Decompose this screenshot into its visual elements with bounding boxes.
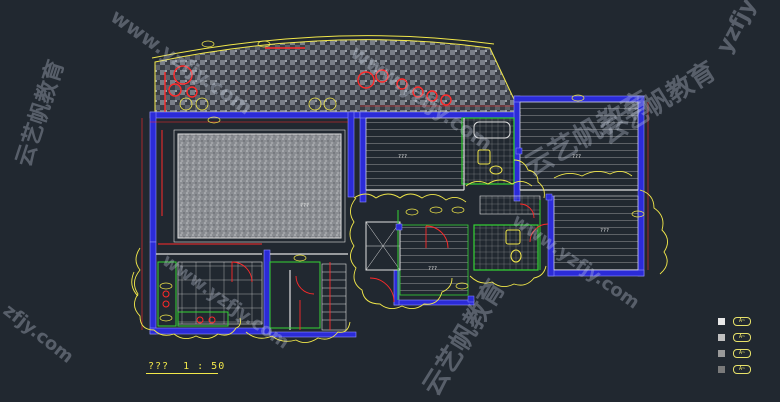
- room-label-study: ???: [428, 266, 437, 272]
- legend-row: A~: [718, 362, 768, 377]
- terrace-mosaic-floor: [154, 39, 521, 113]
- living-room-windows: [158, 130, 262, 245]
- legend-tag: A~: [733, 333, 751, 342]
- room-labels: ??? ??? ??? ??? ???: [300, 154, 609, 272]
- kitchen-floor: [177, 261, 263, 325]
- study-floor: [399, 224, 469, 296]
- material-tags: [159, 40, 645, 322]
- bedroom-2-floor: [519, 101, 639, 191]
- terrace-planters: [164, 47, 452, 112]
- bedroom-3-floor: [553, 195, 639, 271]
- sanitary-fixtures: [477, 149, 522, 263]
- bathroom-1: [461, 117, 515, 185]
- column-markers: [395, 147, 553, 303]
- legend-row: A~: [718, 330, 768, 345]
- legend-row: A~: [718, 346, 768, 361]
- bathtub: [473, 121, 511, 139]
- hallway-tile: [479, 195, 541, 215]
- terrace-shrubs: [179, 97, 337, 111]
- legend-swatch-icon: [718, 318, 725, 325]
- door-swings: [231, 203, 549, 330]
- legend-swatch-icon: [718, 334, 725, 341]
- kitchen-appliances: [162, 290, 216, 324]
- legend-swatch-icon: [718, 350, 725, 357]
- revision-clouds: [131, 159, 668, 343]
- kitchen-counter: [157, 261, 229, 327]
- terrace-balustrade-line: [151, 35, 495, 59]
- legend-tag: A~: [733, 349, 751, 358]
- material-legend: A~ A~ A~ A~: [718, 314, 768, 378]
- bedroom-1-floor: [365, 117, 465, 191]
- dimension-lines: [141, 102, 649, 330]
- room-label-bedroom-3: ???: [600, 228, 609, 234]
- room-label-bedroom-2: ???: [572, 154, 581, 160]
- legend-swatch-icon: [718, 366, 725, 373]
- legend-tag: A~: [733, 365, 751, 374]
- interior-partitions: [156, 118, 638, 330]
- legend-tag: A~: [733, 317, 751, 326]
- room-label-bedroom-1: ???: [398, 154, 407, 160]
- drawing-scale-label: ??? 1 : 50: [148, 361, 226, 372]
- exterior-walls: [149, 95, 645, 338]
- living-room-carpet: [177, 133, 342, 239]
- legend-row: A~: [718, 314, 768, 329]
- scale-label-underline: [146, 373, 218, 374]
- staircase: [321, 263, 347, 331]
- room-label-living: ???: [300, 203, 309, 209]
